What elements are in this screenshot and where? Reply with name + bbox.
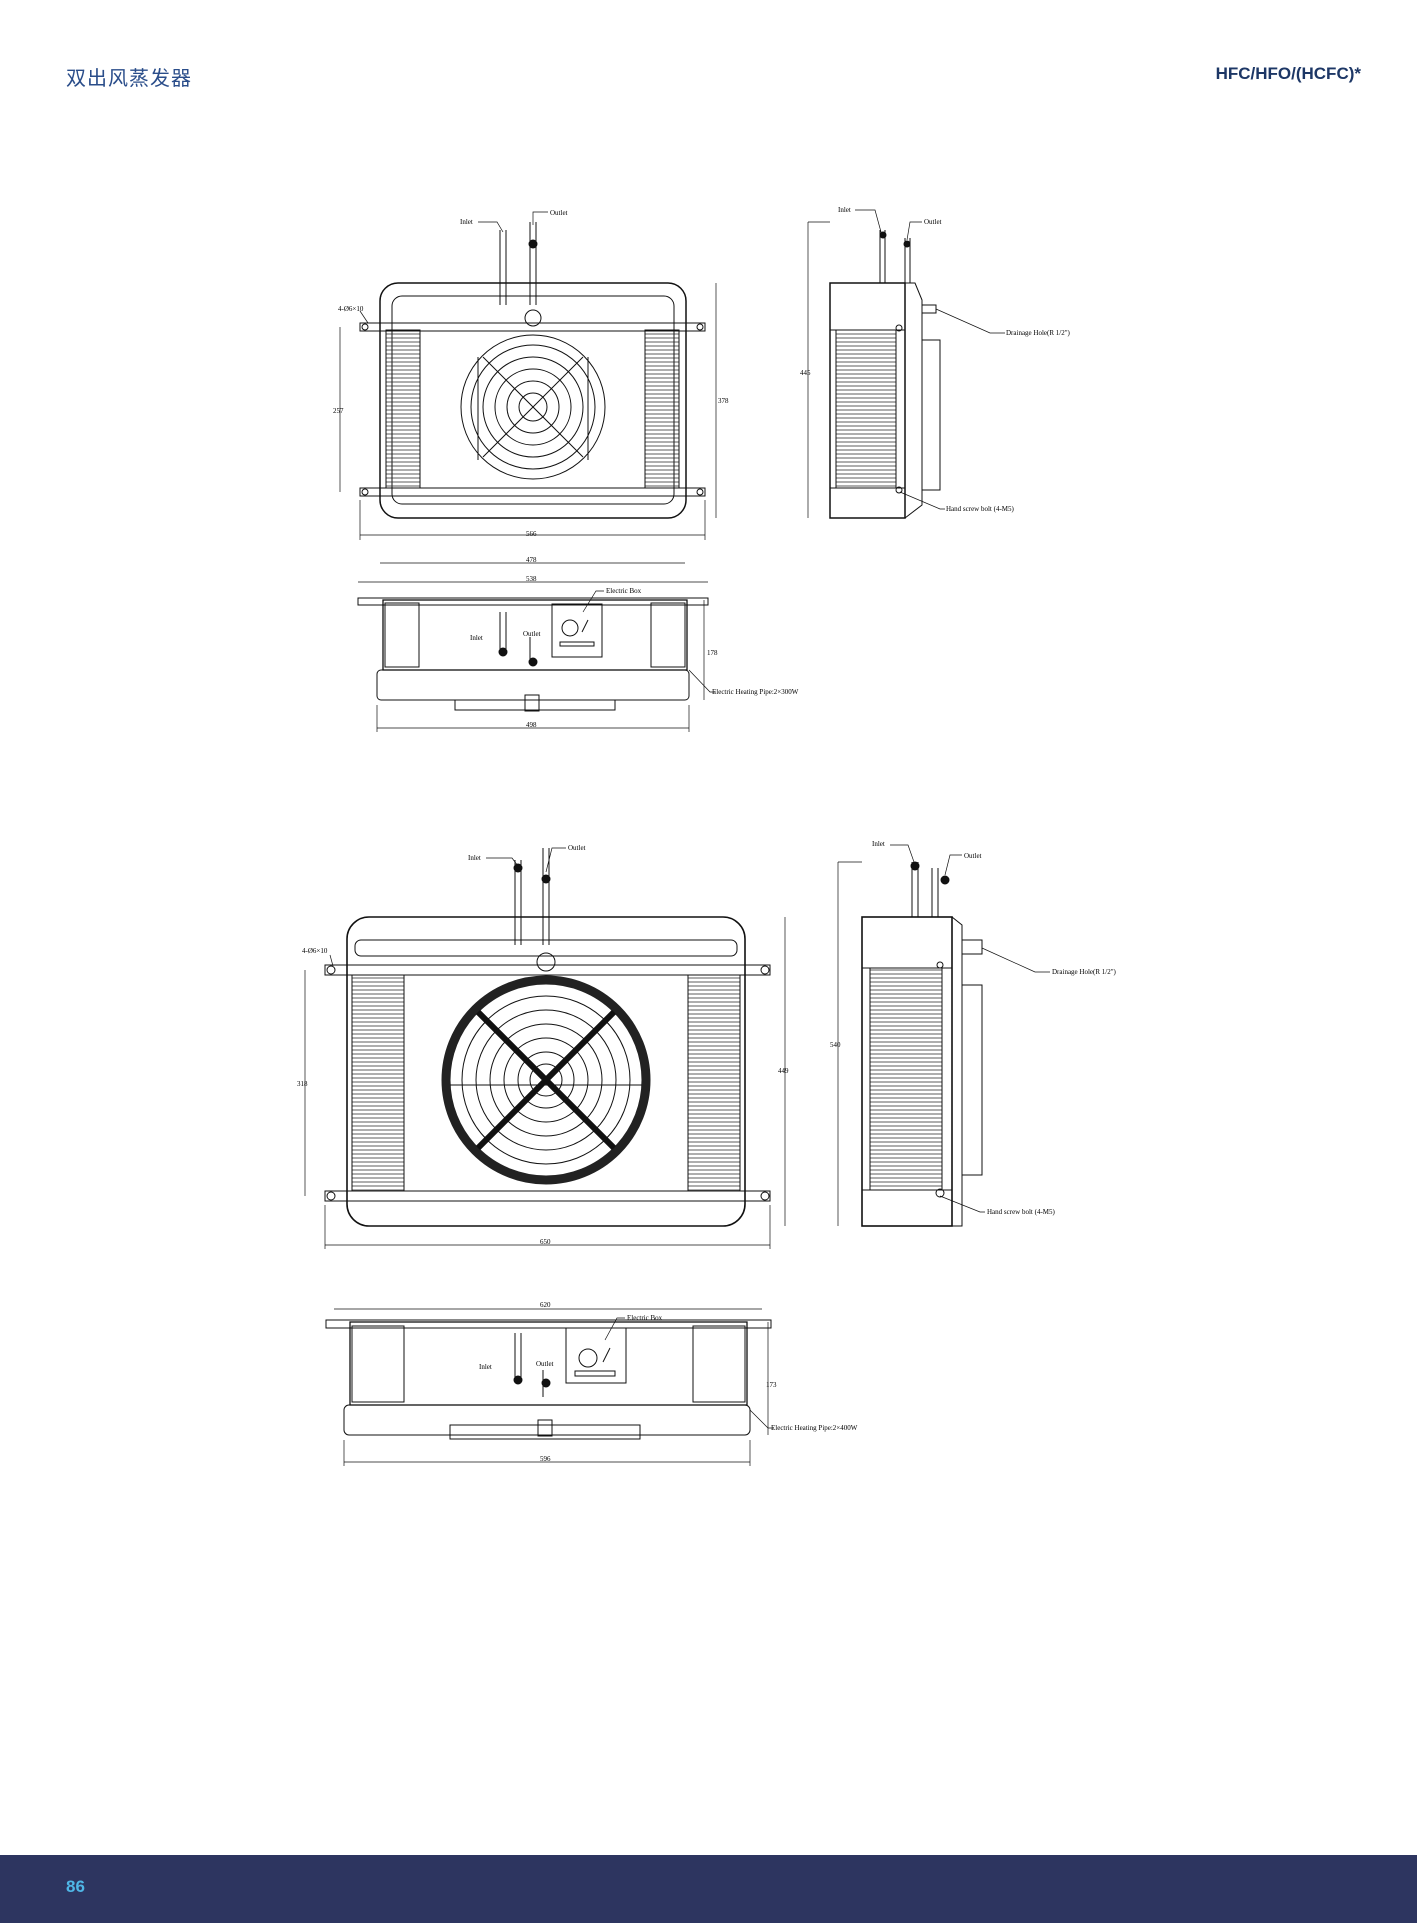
d2-bottom-outlet-label: Outlet [536,1360,554,1368]
drawing2-front-view [304,847,786,1249]
d1-bottom-inlet-label: Inlet [470,634,483,642]
d1-bottom-heater-label: Electric Heating Pipe:2×300W [712,688,799,696]
d2-bottom-height: 173 [766,1381,777,1389]
d2-bottom-width: 596 [540,1455,551,1463]
drawing2-side-view [837,844,1050,1227]
d1-side-inlet-label: Inlet [838,206,851,214]
d2-bottom-ebox-label: Electric Box [627,1314,663,1322]
d2-bottom-inlet-label: Inlet [479,1363,492,1371]
d2-front-holes-label: 4-Ø6×10 [302,947,328,955]
d1-bottom-outlet-label: Outlet [523,630,541,638]
d1-bottom-width: 498 [526,721,537,729]
d2-front-height-right: 449 [778,1067,789,1075]
d1-front-height-right: 378 [718,397,729,405]
d2-side-height: 540 [830,1041,841,1049]
drawing1-side-labels: Inlet Outlet Drainage Hole(R 1/2") 445 H… [800,206,1071,513]
d1-side-outlet-label: Outlet [924,218,942,226]
page-footer: 86 [0,1855,1417,1923]
d2-front-inlet-label: Inlet [468,854,481,862]
d2-bottom-heater-label: Electric Heating Pipe:2×400W [771,1424,858,1432]
page-number: 86 [66,1877,85,1896]
d1-bottom-height: 178 [707,649,718,657]
drawing1-front-view [339,211,717,540]
d2-front-height-left: 318 [297,1080,308,1088]
d1-front-width: 566 [526,530,537,538]
d2-side-bolt-label: Hand screw bolt (4-M5) [987,1208,1056,1216]
d1-front-inlet-label: Inlet [460,218,473,226]
d1-side-drainage-label: Drainage Hole(R 1/2") [1006,329,1071,337]
d2-bottom-outer-dim: 620 [540,1301,551,1309]
d1-front-outlet-label: Outlet [550,209,568,217]
d2-side-drainage-label: Drainage Hole(R 1/2") [1052,968,1117,976]
section-title: 双出风蒸发器 [66,66,192,90]
drawing2-bottom-view [325,1308,774,1466]
d1-bottom-inner-dim: 538 [526,575,537,583]
drawing2-front-labels: Inlet Outlet 4-Ø6×10 318 449 650 [297,844,789,1246]
d2-side-outlet-label: Outlet [964,852,982,860]
d1-bottom-outer-dim: 478 [526,556,537,564]
drawing1-side-view [807,209,1005,519]
drawing1-bottom-labels: 478 538 Electric Box Inlet Outlet 178 El… [470,556,799,729]
d2-front-outlet-label: Outlet [568,844,586,852]
drawing1-bottom-view [357,562,716,732]
drawing2-bottom-labels: 620 Electric Box Inlet Outlet 173 Electr… [479,1301,858,1463]
d1-bottom-ebox-label: Electric Box [606,587,642,595]
d1-side-bolt-label: Hand screw bolt (4-M5) [946,505,1015,513]
d1-side-height: 445 [800,369,811,377]
d2-front-width: 650 [540,1238,551,1246]
d1-front-holes-label: 4-Ø6×10 [338,305,364,313]
drawing1-front-labels: Inlet Outlet 4-Ø6×10 257 378 566 [333,209,729,538]
d2-side-inlet-label: Inlet [872,840,885,848]
refrigerant-note: HFC/HFO/(HCFC)* [1215,64,1361,83]
drawing2-side-labels: Inlet Outlet Drainage Hole(R 1/2") 540 H… [830,840,1117,1216]
d1-front-height-left: 257 [333,407,344,415]
